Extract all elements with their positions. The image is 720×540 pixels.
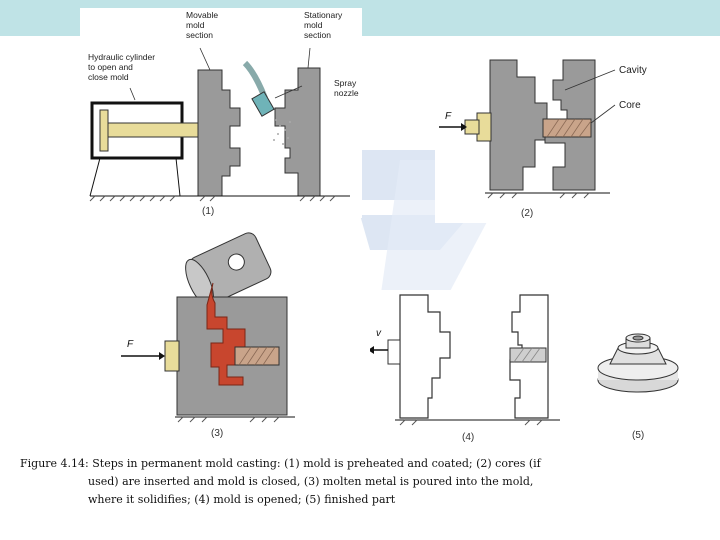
- label-force: F: [445, 111, 452, 122]
- panel-3-drawing: [121, 232, 295, 423]
- label-text: mold: [304, 20, 323, 30]
- label-text: Movable: [186, 10, 219, 20]
- panel-1-drawing: [89, 47, 350, 202]
- figure-caption: Figure 4.14: Steps in permanent mold cas…: [20, 455, 620, 509]
- label-text: section: [186, 30, 213, 40]
- label-text: section: [304, 30, 331, 40]
- caption-line-1: Figure 4.14: Steps in permanent mold cas…: [20, 457, 541, 470]
- panel-4-drawing: [368, 294, 560, 426]
- label-text: nozzle: [334, 88, 359, 98]
- label-movable-section: Movable mold section: [186, 10, 218, 40]
- panel-5-finished-part: (5): [590, 320, 690, 445]
- panel-4-opened: v (4): [368, 290, 585, 443]
- label-hydraulic-cylinder: Hydraulic cylinder to open and close mol…: [88, 52, 155, 82]
- label-stationary-section: Stationary mold section: [304, 10, 342, 40]
- panel-3-pour: F (3): [115, 225, 305, 440]
- label-text: Stationary: [304, 10, 343, 20]
- caption-line-3: where it solidifies; (4) mold is opened;…: [88, 493, 396, 506]
- label-text: mold: [186, 20, 205, 30]
- label-velocity: v: [376, 328, 381, 339]
- panel-2-drawing: [439, 59, 616, 199]
- panel-number-2: (2): [521, 208, 534, 219]
- panel-number-3: (3): [211, 428, 224, 439]
- panel-1-preheat: Movable mold section Stationary mold sec…: [80, 8, 362, 218]
- label-spray-nozzle: Spray nozzle: [334, 78, 359, 98]
- panel-2-core-insert: Cavity Core F (2): [435, 55, 665, 223]
- panel-number-5: (5): [632, 430, 645, 441]
- finished-part-drawing: [597, 333, 679, 393]
- panel-number-4: (4): [462, 432, 475, 443]
- label-text: Spray: [334, 78, 357, 88]
- panel-number-1: (1): [202, 206, 215, 217]
- caption-line-2: used) are inserted and mold is closed, (…: [88, 475, 534, 488]
- label-force: F: [127, 339, 134, 350]
- label-text: to open and: [88, 62, 133, 72]
- label-text: Hydraulic cylinder: [88, 52, 156, 62]
- label-text: close mold: [88, 72, 129, 82]
- label-core: Core: [619, 100, 641, 111]
- label-cavity: Cavity: [619, 65, 647, 76]
